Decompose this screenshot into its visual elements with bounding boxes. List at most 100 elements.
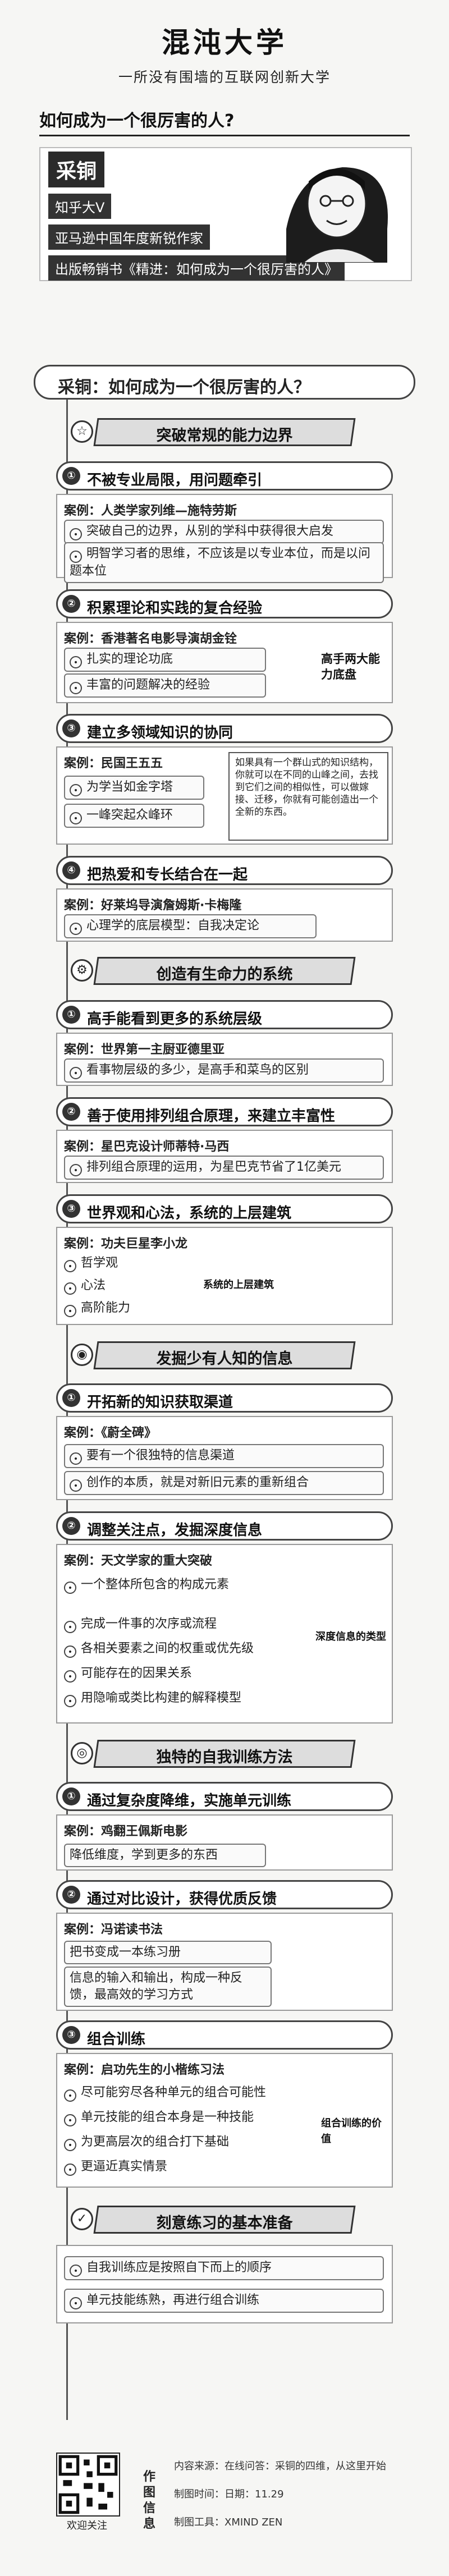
- divider: [39, 135, 410, 136]
- subsection-title: 调整关注点，发掘深度信息: [87, 1522, 263, 1539]
- section-banner: ◎ 独特的自我训练方法: [71, 1740, 356, 1768]
- subsection: ④ 把热爱和专长结合在一起: [56, 856, 393, 885]
- point-icon: •: [70, 2265, 82, 2277]
- case-label: 案例：启功先生的小楷练习法: [64, 2063, 225, 2077]
- section-title: 创造有生命力的系统: [156, 966, 293, 983]
- side-note: 组合训练的价值: [321, 2117, 382, 2145]
- check-icon: ✓: [71, 2208, 93, 2230]
- meta-line: 制图时间：日期：11.29: [174, 2488, 284, 2500]
- point: •单元技能练熟，再进行组合训练: [64, 2289, 384, 2313]
- number-badge: ②: [62, 595, 80, 613]
- subsection-title: 不被专业局限，用问题牵引: [87, 472, 263, 489]
- number-badge: ①: [62, 1787, 80, 1805]
- case-label: 案例：人类学家列维—施特劳斯: [64, 504, 237, 518]
- point: •突破自己的边界，从别的学科中获得很大启发: [64, 520, 384, 544]
- subsection: ③ 建立多领域知识的协同: [56, 714, 393, 743]
- case-label: 案例：功夫巨星李小龙: [64, 1237, 188, 1251]
- point-icon: •: [70, 784, 82, 796]
- point: •一峰突起众峰环: [64, 804, 204, 828]
- point-icon: •: [70, 1479, 82, 1492]
- side-note: 系统的上层建筑: [203, 1279, 274, 1291]
- point: •高阶能力: [64, 1300, 130, 1317]
- subsection-title: 通过对比设计，获得优质反馈: [87, 1891, 277, 1908]
- point-icon: •: [70, 812, 82, 824]
- side-note: 高手两大能力底盘: [321, 652, 380, 681]
- qr-caption: 欢迎关注: [67, 2520, 107, 2532]
- section-banner: ◉ 发掘少有人知的信息: [71, 1341, 356, 1369]
- point: •尽可能穷尽各种单元的组合可能性: [64, 2084, 266, 2102]
- side-note: 深度信息的类型: [315, 1631, 386, 1643]
- point-icon: •: [70, 528, 82, 540]
- case-label: 案例：《蔚全碑》: [64, 1426, 157, 1440]
- point: •为更高层次的组合打下基础: [64, 2134, 229, 2151]
- number-badge: ③: [62, 719, 80, 737]
- point: •心法: [64, 1277, 106, 1295]
- qr-code: [56, 2453, 120, 2517]
- point-icon: •: [64, 2114, 76, 2126]
- section-title: 刻意练习的基本准备: [156, 2215, 293, 2232]
- point-icon: •: [70, 923, 82, 935]
- case-card: 案例：星巴克设计师蒂特·马西 •排列组合原理的运用，为星巴克节省了1亿美元: [56, 1130, 393, 1183]
- point-icon: •: [64, 1282, 76, 1295]
- subsection-title: 把热爱和专长结合在一起: [87, 867, 248, 883]
- point: •丰富的问题解决的经验: [64, 673, 266, 698]
- author-portrait: [286, 167, 388, 263]
- point-icon: •: [70, 656, 82, 668]
- point-icon: •: [64, 1305, 76, 1317]
- subsection-title: 善于使用排列组合原理，来建立丰富性: [87, 1108, 336, 1125]
- subsection: ② 调整关注点，发掘深度信息: [56, 1511, 393, 1541]
- meta-line: 内容来源：在线问答：采铜的四维，从这里开始: [174, 2460, 386, 2472]
- point-icon: •: [64, 1260, 76, 1272]
- point-icon: •: [70, 2297, 82, 2309]
- case-card: 案例：好莱坞导演詹姆斯·卡梅隆 •心理学的底层模型：自我决定论: [56, 888, 393, 942]
- subsection: ③ 世界观和心法，系统的上层建筑: [56, 1194, 393, 1223]
- number-badge: ①: [62, 1006, 80, 1024]
- author-name: 采铜: [48, 152, 105, 187]
- meta-heading: 作图信息: [143, 2470, 156, 2531]
- case-card: 案例：功夫巨星李小龙 •哲学观 •心法 •高阶能力 系统的上层建筑: [56, 1227, 393, 1325]
- section-banner: ✓ 刻意练习的基本准备: [71, 2206, 356, 2234]
- author-line: 知乎大V: [48, 194, 112, 219]
- subsection-title: 积累理论和实践的复合经验: [87, 600, 263, 617]
- subsection: ① 高手能看到更多的系统层级: [56, 1000, 393, 1029]
- question-title: 如何成为一个很厉害的人?: [39, 111, 235, 131]
- point: •哲学观: [64, 1255, 118, 1272]
- case-card: 案例：人类学家列维—施特劳斯 •突破自己的边界，从别的学科中获得很大启发 •明智…: [56, 494, 393, 583]
- point: •更逼近真实情景: [64, 2158, 167, 2176]
- point-icon: •: [70, 682, 82, 694]
- point-icon: •: [70, 1452, 82, 1465]
- subsection-title: 世界观和心法，系统的上层建筑: [87, 1205, 292, 1222]
- main-topic: 采铜：如何成为一个很厉害的人？: [34, 365, 415, 400]
- subsection-title: 通过复杂度降维，实施单元训练: [87, 1793, 292, 1809]
- case-card: 案例：冯诺读书法 把书变成一本练习册 信息的输入和输出，构成一种反馈，最高效的学…: [56, 1913, 393, 2011]
- point: •创作的本质，就是对新旧元素的重新组合: [64, 1471, 384, 1495]
- subsection: ① 不被专业局限，用问题牵引: [56, 461, 393, 491]
- point-icon: •: [64, 1582, 76, 1594]
- case-card: 案例：启功先生的小楷练习法 •尽可能穷尽各种单元的组合可能性 •单元技能的组合本…: [56, 2053, 393, 2188]
- number-badge: ②: [62, 1517, 80, 1535]
- subsection-title: 高手能看到更多的系统层级: [87, 1011, 263, 1028]
- case-label: 案例：世界第一主厨亚德里亚: [64, 1043, 225, 1057]
- subsection: ② 积累理论和实践的复合经验: [56, 589, 393, 618]
- number-badge: ①: [62, 467, 80, 485]
- point: •排列组合原理的运用，为星巴克节省了1亿美元: [64, 1156, 384, 1180]
- point: 把书变成一本练习册: [64, 1941, 272, 1964]
- point: •看事物层级的多少，是高手和菜鸟的区别: [64, 1058, 384, 1083]
- number-badge: ③: [62, 1200, 80, 1218]
- case-card: 案例：天文学家的重大突破 •一个整体所包含的构成元素 •完成一件事的次序或流程 …: [56, 1544, 393, 1724]
- point-icon: •: [64, 2139, 76, 2151]
- author-line: 亚马逊中国年度新锐作家: [48, 224, 210, 250]
- subsection-title: 组合训练: [87, 2031, 146, 2048]
- case-label: 案例：香港著名电影导演胡金铨: [64, 632, 237, 646]
- point-icon: •: [64, 1621, 76, 1633]
- author-info: 知乎大V 亚马逊中国年度新锐作家 出版畅销书《精进：如何成为一个很厉害的人》: [48, 194, 363, 286]
- point-icon: •: [70, 1164, 82, 1176]
- point: 降低维度，学到更多的东西: [64, 1844, 266, 1867]
- point-icon: •: [64, 2089, 76, 2102]
- section-title: 突破常规的能力边界: [156, 427, 293, 444]
- point-icon: •: [70, 1067, 82, 1079]
- point-icon: •: [64, 1695, 76, 1707]
- point-icon: •: [70, 551, 82, 563]
- point: •自我训练应是按照自下而上的顺序: [64, 2256, 384, 2280]
